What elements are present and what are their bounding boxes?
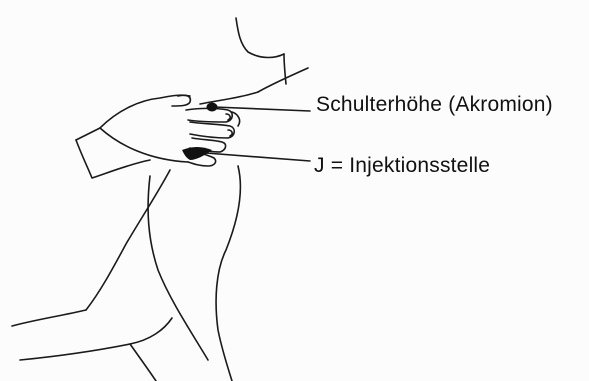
acromion-label: Schulterhöhe (Akromion) [316, 93, 553, 117]
lower-arm-edge [130, 344, 156, 381]
injection-site-label: J = Injektionsstelle [314, 154, 490, 178]
lower-arm-contour [20, 318, 172, 360]
elbow-contour [12, 310, 86, 326]
forearm-upper [76, 128, 100, 140]
arm-outer-contour [216, 166, 240, 381]
finger-nail-1 [226, 114, 230, 120]
acromion-marker [207, 103, 218, 112]
finger-top [172, 95, 190, 106]
forearm-lower [76, 140, 150, 178]
neck-outline [236, 18, 284, 58]
finger-nail-2 [228, 130, 232, 136]
shoulder-top-line [200, 92, 258, 104]
injection-leader-line [206, 153, 310, 161]
palm-lower-edge [100, 128, 188, 162]
neck-to-shoulder-line [258, 68, 308, 92]
arm-inner-contour [86, 170, 170, 310]
thumb-curl [232, 112, 240, 126]
hand-upper-edge [100, 95, 190, 128]
